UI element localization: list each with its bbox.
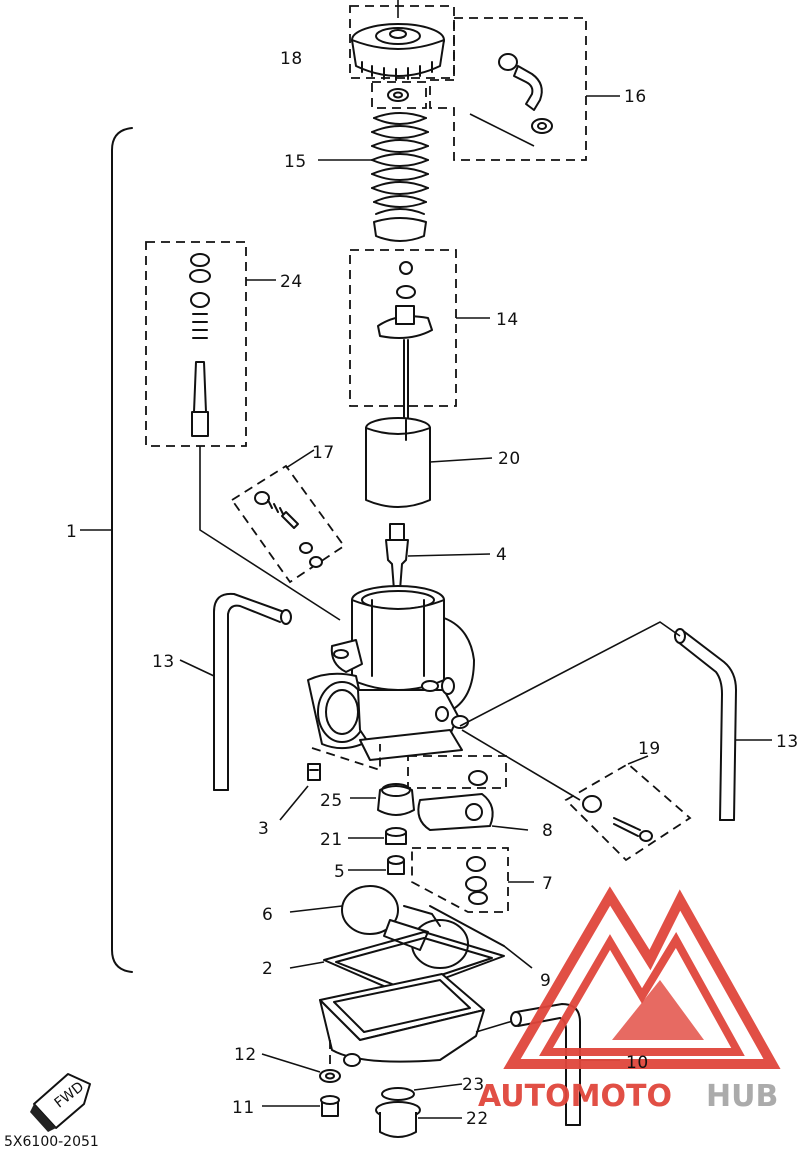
callout-11: 11 [232, 1098, 255, 1118]
callout-17: 17 [312, 443, 335, 463]
part-14-jet-needle [349, 249, 490, 441]
callout-23: 23 [462, 1075, 485, 1095]
part-7-float-needle [411, 847, 534, 913]
part-9-float-pin [429, 905, 533, 969]
part-21-main-jet [348, 827, 407, 845]
carburetor-body [307, 585, 475, 761]
callout-13-left: 13 [152, 652, 175, 672]
fwd-arrow-icon: FWD [30, 1073, 91, 1132]
callout-22: 22 [466, 1109, 489, 1129]
part-11-screw [262, 1095, 340, 1117]
part-13-vent-hose-right [459, 621, 772, 821]
callout-3: 3 [258, 819, 269, 839]
part-8-needle-valve-plate [407, 755, 529, 831]
part-15-spring [318, 112, 429, 242]
part-16-elbow-fitting [429, 17, 620, 161]
callout-7: 7 [542, 874, 553, 894]
part-5-pilot-jet [348, 855, 405, 875]
float-bowl [319, 973, 517, 1067]
callout-1: 1 [66, 522, 77, 542]
callout-10: 10 [626, 1053, 649, 1073]
callout-14: 14 [496, 310, 519, 330]
callout-5: 5 [334, 862, 345, 882]
part-12-washer [261, 1040, 341, 1083]
callout-16: 16 [624, 87, 647, 107]
part-13-vent-hose-left [179, 592, 292, 791]
callout-21: 21 [320, 830, 343, 850]
automotohub-watermark: AUTOMOTO HUB [478, 886, 781, 1114]
callout-20: 20 [498, 449, 521, 469]
callout-9: 9 [540, 971, 551, 991]
callout-15: 15 [284, 152, 307, 172]
drawing-code: 5X6100-2051 [4, 1134, 99, 1150]
watermark-hub: HUB [706, 1079, 778, 1114]
part-4-needle-jet [385, 523, 491, 591]
part-18-top-cap [351, 0, 445, 81]
callout-18: 18 [280, 49, 303, 69]
part-25-jet-holder [350, 783, 415, 816]
part-2-gasket [289, 931, 505, 995]
assembly-bracket [80, 127, 133, 973]
part-23-o-ring [381, 1083, 463, 1101]
watermark-automoto: AUTOMOTO [478, 1079, 672, 1114]
callout-4: 4 [496, 545, 507, 565]
part-24-pilot-screw-assembly [145, 241, 341, 621]
callout-25: 25 [320, 791, 343, 811]
callout-12: 12 [234, 1045, 257, 1065]
part-18-washer [371, 81, 427, 109]
part-3-screw [279, 744, 381, 821]
part-22-plug [375, 1101, 462, 1138]
callout-13-right: 13 [776, 732, 799, 752]
callout-19: 19 [638, 739, 661, 759]
callout-8: 8 [542, 821, 553, 841]
callout-2: 2 [262, 959, 273, 979]
callout-24: 24 [280, 272, 303, 292]
part-17-throttle-stop-screw [230, 449, 346, 584]
part-20-throttle-valve [365, 417, 493, 508]
callout-6: 6 [262, 905, 273, 925]
part-19-idle-screw [461, 729, 692, 862]
callout-labels: 18 16 15 24 14 17 20 1 4 13 13 19 25 3 8… [66, 49, 799, 1129]
